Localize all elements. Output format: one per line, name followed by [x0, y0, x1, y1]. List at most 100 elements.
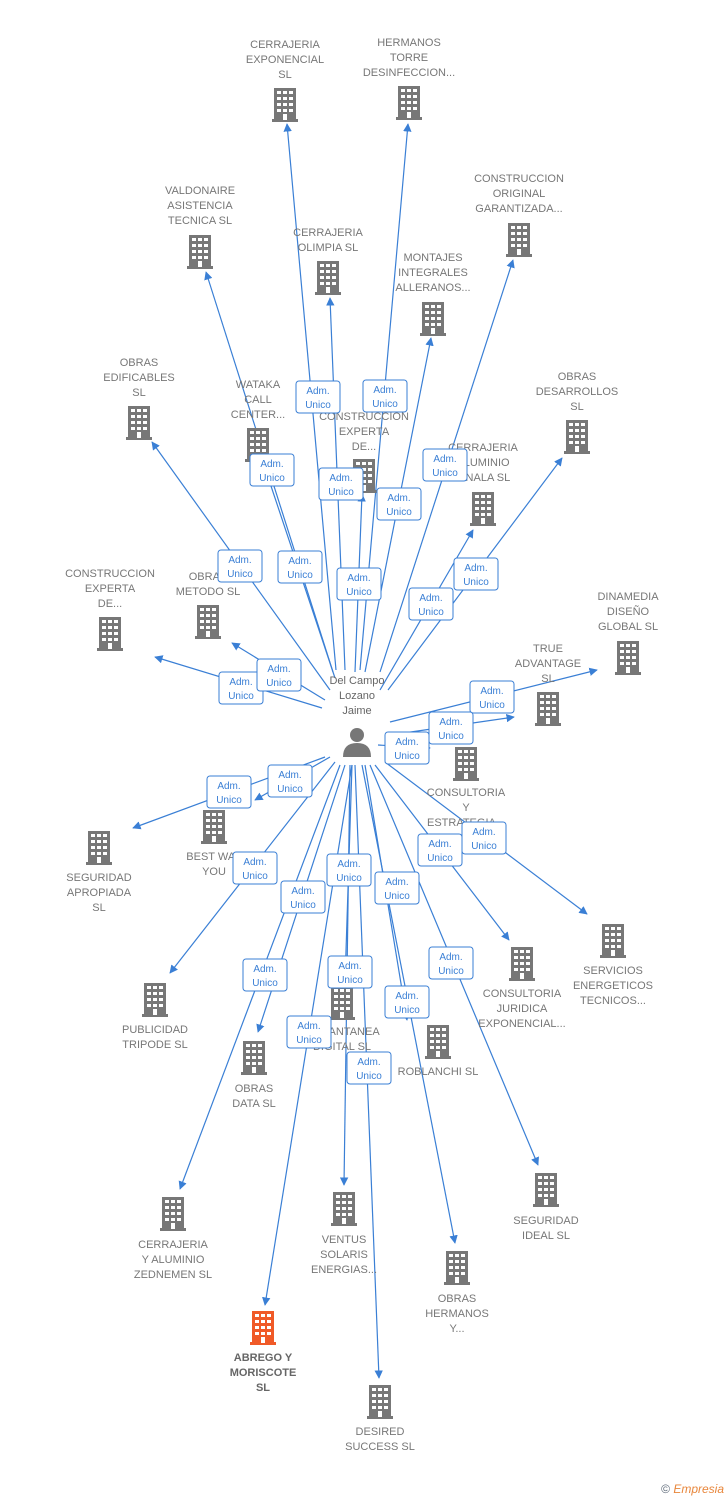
badge-line2: Unico [438, 731, 464, 742]
badge-line1: Adm. [347, 573, 370, 584]
badge-line1: Adm. [306, 386, 329, 397]
badge-line1: Adm. [395, 991, 418, 1002]
company-label-line: VALDONAIRE [165, 185, 235, 197]
role-badge: Adm.Unico [376, 487, 422, 521]
building-icon [315, 261, 341, 295]
company-label-line: TRUE [533, 643, 563, 655]
role-badge: Adm.Unico [217, 549, 263, 583]
badge-line2: Unico [228, 691, 254, 702]
company-label-line: APROPIADA [67, 887, 132, 899]
company-label-line: SL [570, 401, 583, 413]
building-icon [509, 947, 535, 981]
role-badge: Adm. Unico [417, 833, 463, 867]
badge-line1: Adm. [373, 385, 396, 396]
company-label-line: ZEDNEMEN SL [134, 1269, 212, 1281]
badge-line2: Unico [337, 975, 363, 986]
building-icon [425, 1025, 451, 1059]
company-label-line: METODO SL [176, 586, 241, 598]
company-label-line: TORRE [390, 52, 428, 64]
building-icon [195, 605, 221, 639]
company-label-line: SEGURIDAD [513, 1215, 578, 1227]
company-label-line: GARANTIZADA... [475, 203, 562, 215]
role-badge: Adm.Unico [318, 467, 364, 501]
company-label-line: DINAMEDIA [597, 591, 659, 603]
company-label-line: SL [132, 387, 145, 399]
role-badge: Adm.Unico [295, 380, 341, 414]
company-label-line: ALUMINIO [456, 457, 510, 469]
badge-line1: Adm. [278, 770, 301, 781]
building-icon [160, 1197, 186, 1231]
role-badge: Adm.Unico [408, 587, 454, 621]
role-badge: Adm.Unico [327, 955, 373, 989]
company-label-line: ABREGO Y [234, 1352, 293, 1364]
company-label-line: CENTER... [231, 409, 285, 421]
company-node-obras-edificables[interactable]: OBRAS EDIFICABLES SL [103, 357, 175, 440]
company-label-line: YOU [202, 866, 226, 878]
company-label-line: CONSTRUCCION [65, 568, 155, 580]
company-label-line: CONSTRUCCION [474, 173, 564, 185]
company-label-line: OBRAS [120, 357, 159, 369]
company-node-montajes-integrales[interactable]: MONTAJES INTEGRALES ALLERANOS... [395, 252, 471, 336]
badge-line2: Unico [427, 853, 453, 864]
company-node-roblanchi[interactable]: ROBLANCHI SL [398, 1025, 479, 1078]
company-label-line: VENTUS [322, 1234, 367, 1246]
company-label-line: SUCCESS SL [345, 1441, 415, 1453]
badge-line1: Adm. [297, 1021, 320, 1032]
building-icon [142, 983, 168, 1017]
role-badge: Adm.Unico [428, 946, 474, 980]
badge-line1: Adm. [357, 1057, 380, 1068]
badge-line1: Adm. [428, 839, 451, 850]
company-label-line: SL [256, 1382, 270, 1394]
company-label-line: EXPERTA [339, 426, 390, 438]
badge-line1: Adm. [439, 717, 462, 728]
company-label-line: CERRAJERIA [250, 39, 320, 51]
brand-logo[interactable]: Empresia [673, 1482, 724, 1496]
role-badge: Adm.Unico [232, 851, 278, 885]
company-label-line: MONTAJES [403, 252, 462, 264]
building-icon [241, 1041, 267, 1075]
company-node-consultoria-estrategica[interactable]: CONSULTORIAYESTRATEGIA... [427, 747, 506, 829]
company-label-line: ALLERANOS... [395, 282, 470, 294]
company-label-line: DESARROLLOS [536, 386, 619, 398]
badge-line2: Unico [432, 468, 458, 479]
role-badge: Adm.Unico [249, 453, 295, 487]
building-icon [564, 420, 590, 454]
company-label-line: EDIFICABLES [103, 372, 175, 384]
badge-line2: Unico [259, 473, 285, 484]
company-label-line: INTEGRALES [398, 267, 468, 279]
building-icon [506, 223, 532, 257]
